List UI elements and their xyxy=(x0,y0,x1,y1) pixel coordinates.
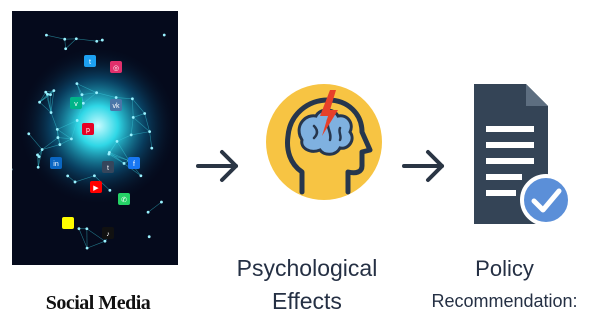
svg-text:▶: ▶ xyxy=(93,185,99,192)
tiktok-icon: ♪ xyxy=(102,227,114,239)
svg-text:✆: ✆ xyxy=(121,196,127,204)
vk-icon: vk xyxy=(110,99,122,111)
social-media-label: Social Media xyxy=(45,292,151,314)
svg-text:vk: vk xyxy=(113,103,121,110)
policy-label-line1: Policy xyxy=(475,256,534,281)
policy-label-line2: Recommendation: xyxy=(431,291,578,311)
svg-text:in: in xyxy=(53,161,59,168)
document-check-icon xyxy=(474,84,572,226)
policy-recommendation-label: Policy Recommendation: xyxy=(420,252,589,318)
social-network-graphic: t ◎ v vk p in t f ▶ ✆ ♪ xyxy=(12,11,178,265)
arrow-right-icon xyxy=(402,150,444,182)
psychological-effects-label: Psychological Effects xyxy=(232,252,382,318)
snapchat-icon xyxy=(62,217,74,229)
svg-text:p: p xyxy=(86,127,90,134)
facebook-icon: f xyxy=(128,157,140,169)
instagram-icon: ◎ xyxy=(110,61,122,73)
arrow-right-icon xyxy=(196,150,238,182)
svg-text:v: v xyxy=(74,101,78,108)
svg-text:◎: ◎ xyxy=(113,65,119,72)
tumblr-icon: t xyxy=(102,161,114,173)
pinterest-icon: p xyxy=(82,123,94,135)
psychological-effects-line2: Effects xyxy=(272,288,342,314)
svg-text:t: t xyxy=(89,59,91,66)
svg-text:t: t xyxy=(107,165,109,172)
brain-head-icon xyxy=(266,84,382,200)
psychological-effects-line1: Psychological xyxy=(236,255,378,281)
youtube-icon: ▶ xyxy=(90,181,102,193)
svg-text:♪: ♪ xyxy=(106,231,110,238)
social-media-image: t ◎ v vk p in t f ▶ ✆ ♪ xyxy=(12,11,178,265)
vine-icon: v xyxy=(70,97,82,109)
whatsapp-icon: ✆ xyxy=(118,193,130,205)
linkedin-icon: in xyxy=(50,157,62,169)
twitter-icon: t xyxy=(84,55,96,67)
svg-text:f: f xyxy=(133,161,135,168)
